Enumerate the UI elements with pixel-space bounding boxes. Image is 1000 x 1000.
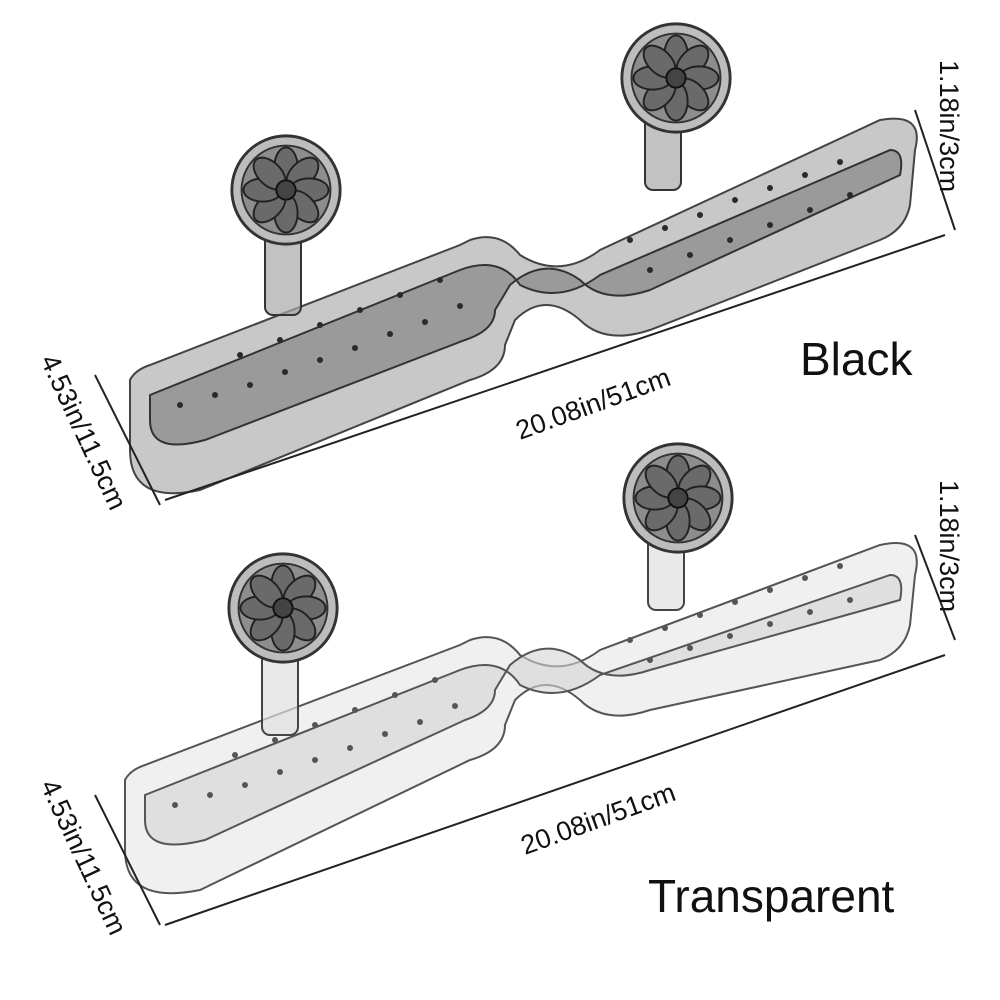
height-label: 1.18in/3cm bbox=[934, 480, 964, 612]
product-transparent: 20.08in/51cm 4.53in/11.5cm 1.18in/3cm Tr… bbox=[35, 442, 964, 940]
hook-left bbox=[230, 134, 342, 316]
variant-label: Black bbox=[800, 333, 913, 385]
width-label: 4.53in/11.5cm bbox=[35, 350, 133, 515]
drain-holes bbox=[177, 159, 853, 408]
dimension-lines-transparent bbox=[94, 534, 956, 926]
dimension-lines-black bbox=[94, 109, 956, 506]
suction-cup-icon bbox=[230, 134, 342, 246]
tray-wall bbox=[124, 542, 918, 895]
product-black: 20.08in/51cm 4.53in/11.5cm 1.18in/3cm Bl… bbox=[35, 22, 964, 515]
tray-transparent bbox=[124, 542, 918, 895]
height-label: 1.18in/3cm bbox=[934, 60, 964, 192]
suction-cup-icon bbox=[620, 22, 732, 134]
hook-right bbox=[620, 22, 732, 191]
tray-black bbox=[129, 117, 918, 495]
tray-floor bbox=[149, 148, 903, 446]
length-label: 20.08in/51cm bbox=[517, 777, 680, 861]
variant-label: Transparent bbox=[648, 870, 895, 922]
hook-right bbox=[622, 442, 734, 611]
tray-wall bbox=[129, 117, 918, 495]
tray-floor bbox=[144, 573, 903, 846]
width-label: 4.53in/11.5cm bbox=[35, 775, 133, 940]
hook-left bbox=[227, 552, 339, 736]
suction-cup-icon bbox=[227, 552, 339, 664]
suction-cup-icon bbox=[622, 442, 734, 554]
drain-holes bbox=[172, 563, 853, 808]
